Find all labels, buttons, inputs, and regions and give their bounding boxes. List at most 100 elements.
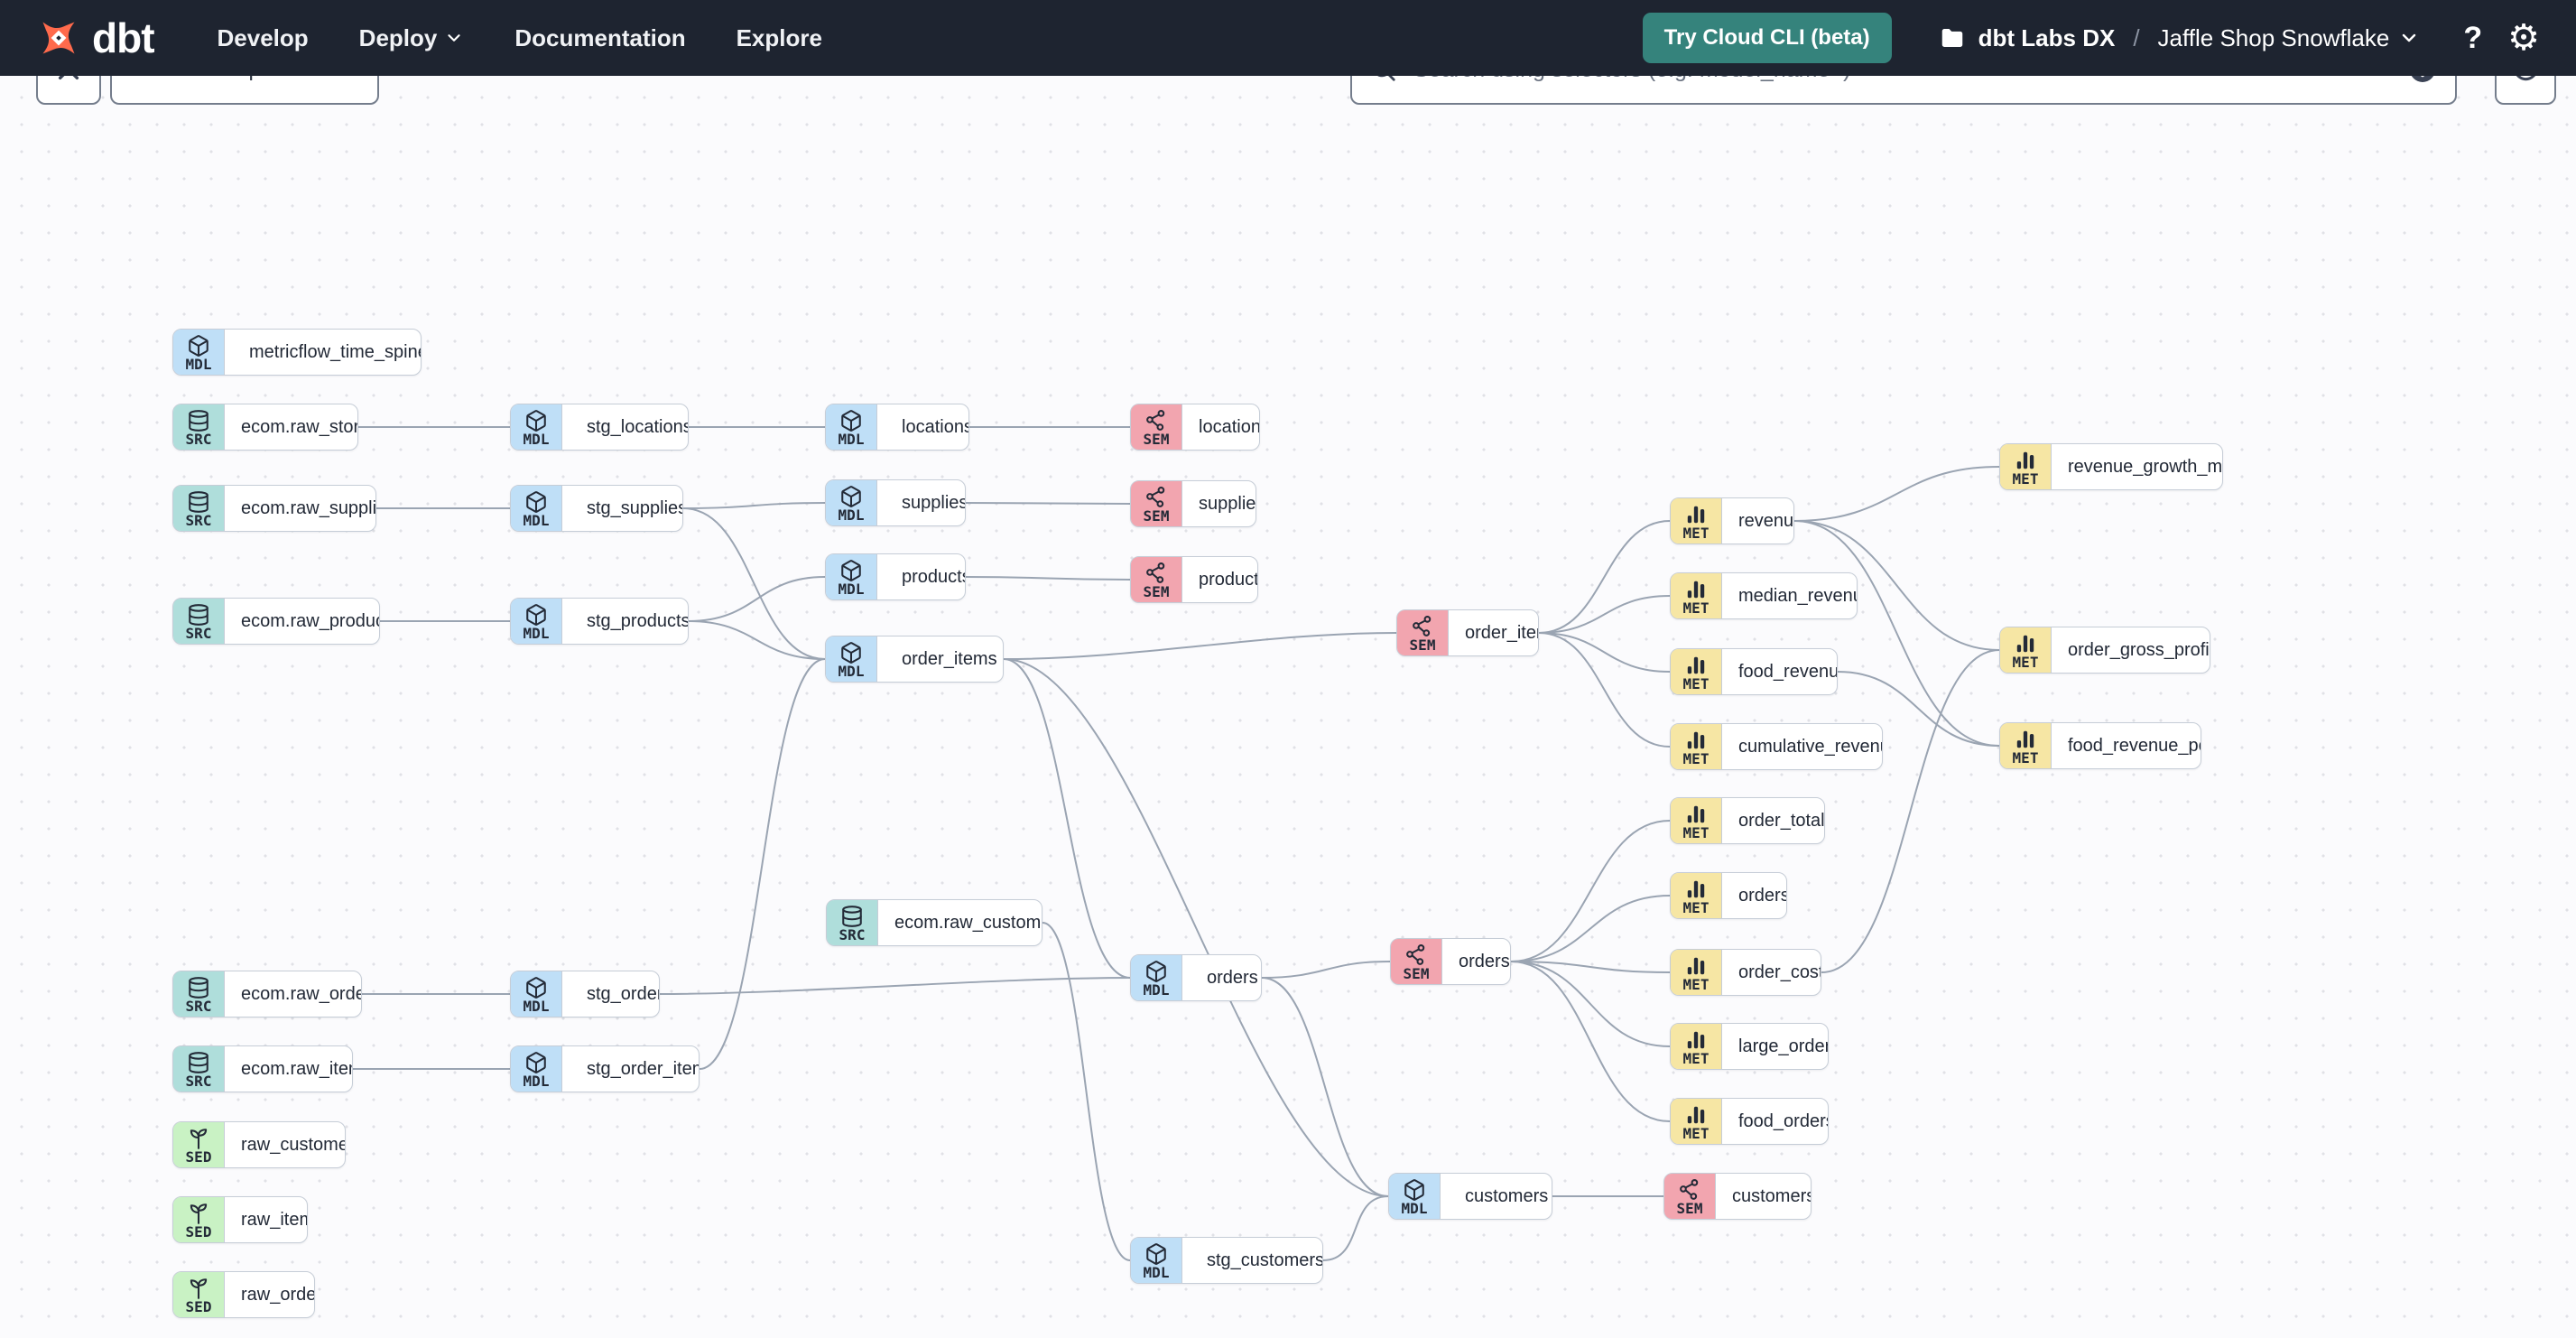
graph-node-products_sem[interactable]: SEMproducts xyxy=(1130,556,1258,603)
source-type-badge: SRC xyxy=(173,1046,225,1092)
semantic-type-badge: SEM xyxy=(1664,1174,1716,1219)
node-body: order_items xyxy=(877,636,1003,682)
try-cloud-cli-button[interactable]: Try Cloud CLI (beta) xyxy=(1642,13,1892,63)
seed-type-badge: SED xyxy=(173,1197,225,1242)
node-type-code: SRC xyxy=(185,430,212,448)
node-type-code: MDL xyxy=(523,1072,550,1090)
node-body: customers xyxy=(1441,1174,1552,1219)
metric-chart-icon xyxy=(1684,878,1708,901)
account-project-switcher[interactable]: dbt Labs DX / Jaffle Shop Snowflake xyxy=(1939,24,2421,52)
graph-node-median_revenue[interactable]: MET median_revenue xyxy=(1670,572,1858,619)
nav-item-explore[interactable]: Explore xyxy=(737,24,822,52)
settings-gear-icon[interactable]: ⚙ xyxy=(2507,18,2540,58)
node-type-code: SEM xyxy=(1143,506,1170,525)
node-label: food_revenue xyxy=(1738,661,1837,682)
navbar-menu: Develop Deploy Documentation Explore xyxy=(218,24,822,52)
model-type-badge: MDL xyxy=(1389,1174,1441,1219)
graph-node-raw_stores[interactable]: SRC ecom.raw_stores xyxy=(172,404,358,451)
edge-order_item_sem-to-revenue xyxy=(1538,520,1671,634)
edge-stg_supplies-to-order_items_mdl xyxy=(682,507,826,660)
node-type-code: MET xyxy=(1682,1124,1710,1142)
node-label: order_items xyxy=(902,648,997,669)
node-label: cumulative_revenue xyxy=(1738,736,1882,757)
node-label: stg_products xyxy=(587,610,688,631)
graph-node-stg_products[interactable]: MDL stg_products xyxy=(510,598,689,645)
node-body: stg_products xyxy=(562,599,688,644)
node-label: ecom.raw_stores xyxy=(241,416,357,437)
node-body: orders xyxy=(1722,873,1786,918)
node-body: food_orders xyxy=(1722,1099,1828,1144)
node-body: raw_customers xyxy=(225,1122,345,1167)
graph-node-locations_sem[interactable]: SEMlocations xyxy=(1130,404,1260,451)
node-label: median_revenue xyxy=(1738,585,1857,606)
nav-item-develop[interactable]: Develop xyxy=(218,24,309,52)
node-type-code: MET xyxy=(1682,599,1710,617)
node-body: supplies xyxy=(1182,481,1256,526)
chevron-down-icon xyxy=(2403,33,2416,42)
node-type-code: SRC xyxy=(185,624,212,642)
node-label: supplies xyxy=(902,492,965,513)
edge-order_cost-to-order_gross_profit xyxy=(1821,649,2000,973)
nav-item-deploy[interactable]: Deploy xyxy=(359,24,465,52)
database-icon xyxy=(187,976,210,999)
help-icon[interactable]: ? xyxy=(2463,20,2483,55)
graph-node-supplies_sem[interactable]: SEM supplies xyxy=(1130,480,1256,527)
semantic-type-badge: SEM xyxy=(1131,404,1182,450)
model-type-badge: MDL xyxy=(511,599,562,644)
node-body: median_revenue xyxy=(1722,573,1857,618)
node-type-code: MET xyxy=(2012,469,2039,488)
source-type-badge: SRC xyxy=(173,599,225,644)
project-name[interactable]: Jaffle Shop Snowflake xyxy=(2158,24,2421,52)
node-label: order_item xyxy=(1465,622,1538,643)
model-type-badge: MDL xyxy=(826,404,877,450)
nav-item-documentation[interactable]: Documentation xyxy=(514,24,685,52)
node-type-code: MDL xyxy=(1143,1263,1170,1281)
dbt-logo-text: dbt xyxy=(92,14,155,61)
node-body: order_cost xyxy=(1722,950,1821,995)
node-label: food_orders xyxy=(1738,1110,1828,1131)
node-body: stg_customers xyxy=(1182,1238,1322,1283)
node-type-code: MDL xyxy=(523,624,550,642)
node-label: products xyxy=(1199,569,1257,590)
node-body: orders xyxy=(1442,939,1510,984)
graph-node-stg_customers[interactable]: MDL stg_customers xyxy=(1130,1237,1323,1284)
edge-raw_customers_src-to-stg_customers xyxy=(1042,922,1131,1261)
metric-chart-icon xyxy=(1684,1028,1708,1052)
dbt-logo[interactable]: dbt xyxy=(34,14,155,62)
metric-chart-icon xyxy=(1684,654,1708,677)
graph-node-food_orders[interactable]: MET food_orders xyxy=(1670,1098,1829,1145)
